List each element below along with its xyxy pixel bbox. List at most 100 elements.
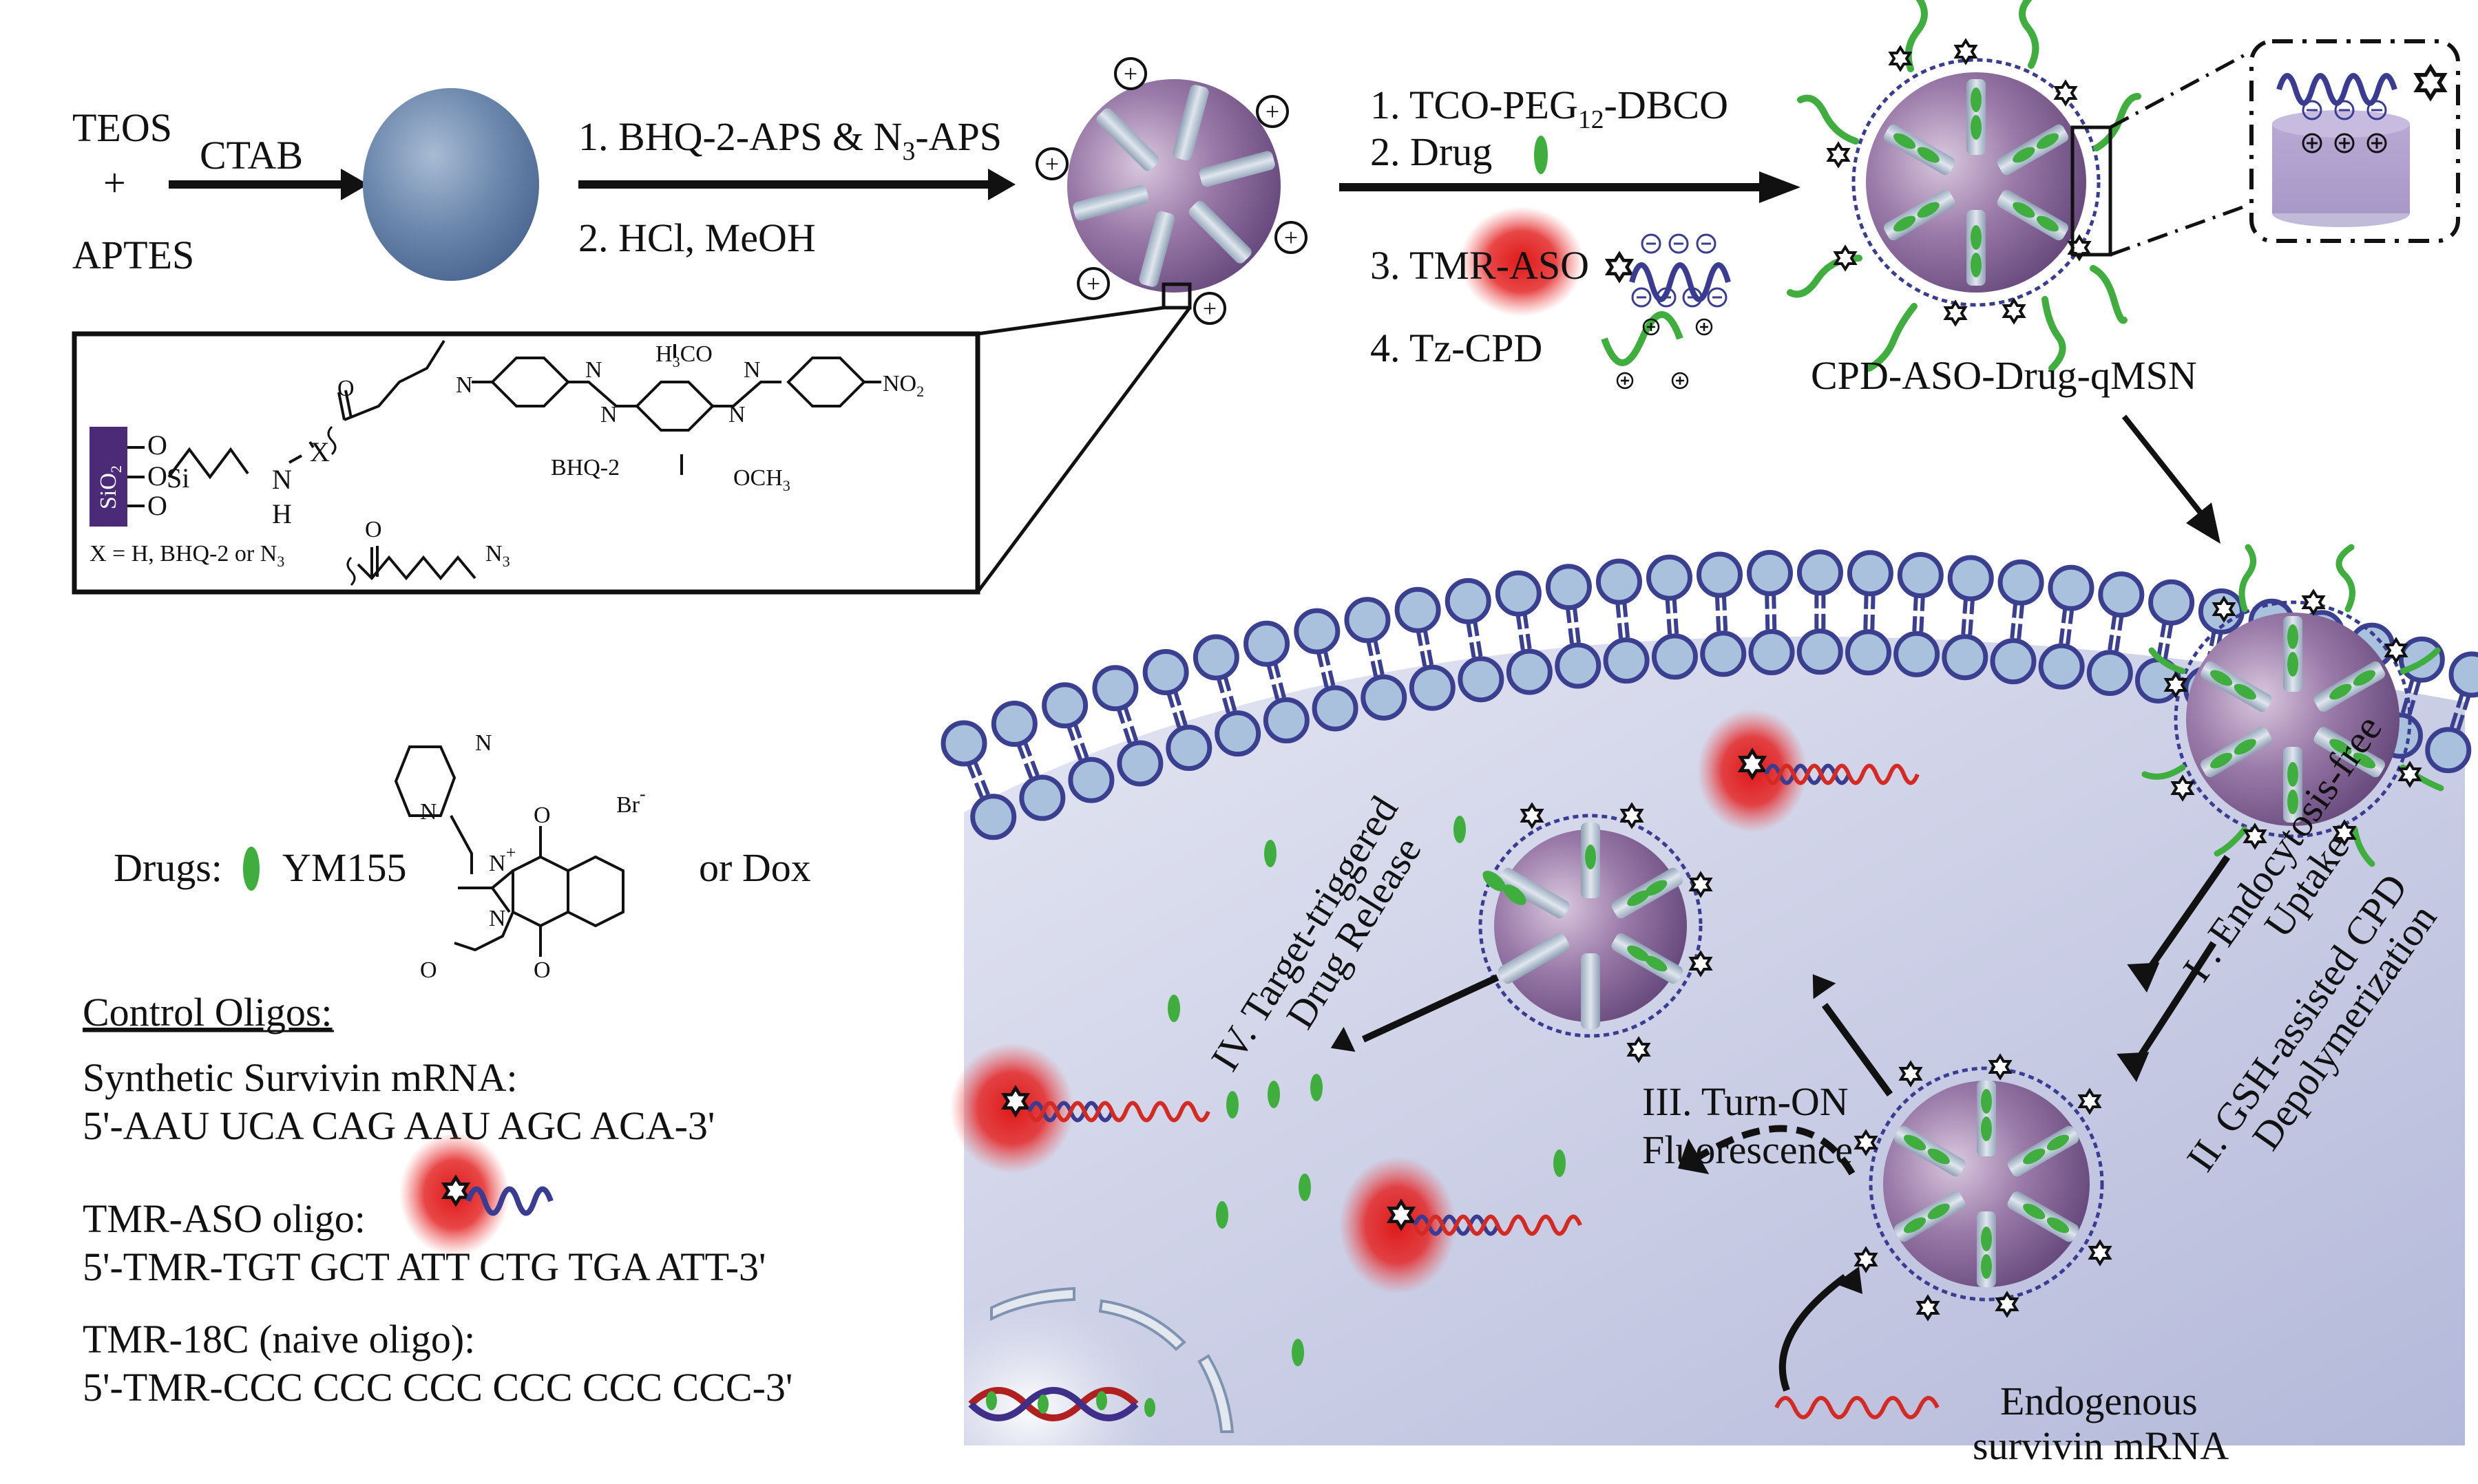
product-label: CPD-ASO-Drug-qMSN bbox=[1811, 353, 2197, 398]
lipid-tail bbox=[1067, 723, 1090, 763]
lipid-head bbox=[1068, 756, 1115, 803]
svg-text:+: + bbox=[1045, 150, 1059, 178]
inset-frame bbox=[72, 331, 980, 595]
cell-scene: I . Endocytosis-free Uptake II. GSH-assi… bbox=[941, 544, 2478, 1468]
plus-charge-icon: + bbox=[1193, 292, 1226, 325]
oligo-name: TMR-18C (naive oligo): bbox=[83, 1317, 475, 1361]
atom-o: O bbox=[420, 957, 437, 983]
aso-strand-icon bbox=[1629, 262, 1731, 302]
lipid-head bbox=[1646, 554, 1692, 601]
lipid-head bbox=[1651, 633, 1698, 680]
negative-charges bbox=[1631, 233, 1728, 308]
svg-text:+: + bbox=[1203, 295, 1217, 322]
lipid-tail bbox=[1912, 595, 1925, 634]
lipid-tail bbox=[1714, 595, 1728, 634]
lipid-head bbox=[1458, 656, 1504, 703]
lipid-head bbox=[1409, 664, 1456, 711]
duplex-fluorescent-3 bbox=[1339, 1156, 1582, 1294]
atom-n-cation: N+ bbox=[489, 842, 516, 876]
lipid-head bbox=[1394, 586, 1441, 633]
mrna-label-line1: Endogenous bbox=[2000, 1379, 2198, 1423]
svg-text:+: + bbox=[1124, 60, 1137, 87]
lipid-head bbox=[970, 794, 1017, 840]
drug-icon bbox=[243, 847, 260, 891]
step3-reagent-1: 1. TCO-PEG12-DBCO bbox=[1370, 83, 1728, 134]
surface-zoom-marker bbox=[2070, 125, 2112, 257]
dna-strand bbox=[968, 1387, 1139, 1421]
surface-detail bbox=[2272, 67, 2444, 227]
lipid-head bbox=[1796, 549, 1843, 596]
surface-callout-line bbox=[2110, 204, 2245, 257]
silica-nanoparticle bbox=[363, 88, 539, 281]
lipid-head bbox=[2448, 651, 2478, 698]
duplex-fluorescent-1 bbox=[1697, 709, 1920, 833]
lipid-head bbox=[1215, 710, 1261, 757]
lipid-head bbox=[1445, 577, 1491, 624]
lipid-head bbox=[1697, 551, 1743, 598]
mrna-label-line2: survivin mRNA bbox=[1973, 1423, 2229, 1468]
qmsn-particle bbox=[1056, 61, 1292, 310]
lipid-tail bbox=[1216, 675, 1238, 715]
atom-n: N bbox=[420, 799, 437, 825]
lipid-head bbox=[1942, 634, 1988, 681]
lipid-tail bbox=[1814, 593, 1826, 631]
lipid-tail bbox=[1266, 662, 1287, 702]
atom-n: N bbox=[272, 464, 292, 495]
methoxy-top: H3CO bbox=[655, 341, 713, 370]
arrow-step3-head bbox=[1759, 171, 1800, 203]
atom-n: N bbox=[585, 357, 602, 383]
ctab-label: CTAB bbox=[200, 133, 303, 178]
lipid-tail bbox=[1316, 650, 1336, 690]
sio2-label: SiO2 bbox=[96, 465, 125, 509]
step3-reagent-3: 3. TMR-ASO bbox=[1370, 243, 1589, 288]
drug-name: YM155 bbox=[282, 845, 406, 890]
step3-reagent-4: 4. Tz-CPD bbox=[1370, 326, 1542, 370]
atom-n: N bbox=[475, 730, 492, 756]
cytoplasm bbox=[964, 636, 2465, 1446]
synthesis-row: TEOS + APTES CTAB 1. BHQ-2-APS & N3-APS … bbox=[72, 0, 2460, 593]
lipid-tail bbox=[2449, 692, 2471, 732]
process-arrowheads bbox=[1330, 962, 2160, 1294]
lipid-tail bbox=[1665, 597, 1679, 637]
lipid-head bbox=[1193, 634, 1239, 681]
lipid-tail bbox=[1016, 741, 1040, 781]
control-oligos-heading: Control Oligos: bbox=[83, 990, 333, 1035]
lipid-head bbox=[1312, 685, 1358, 732]
drug-alternative: or Dox bbox=[699, 845, 811, 890]
step3-reagent-2: 2. Drug bbox=[1370, 129, 1492, 174]
surface-callout-line bbox=[2109, 53, 2246, 129]
lipid-tail bbox=[2156, 622, 2174, 661]
lipid-head bbox=[2048, 564, 2094, 611]
arrow-to-cell-head bbox=[2186, 502, 2220, 544]
lipid-head bbox=[1947, 555, 1994, 602]
azide-group: N3 bbox=[485, 541, 510, 570]
step2-reagents-line1: 1. BHQ-2-APS & N3-APS bbox=[578, 114, 1002, 166]
lipid-tail bbox=[1615, 602, 1630, 641]
lipid-head bbox=[991, 701, 1038, 748]
nitro-group: NO2 bbox=[883, 371, 924, 400]
lipid-head bbox=[1263, 697, 1310, 744]
zoom-callout-line bbox=[976, 306, 1192, 593]
plus-charge-icon: + bbox=[1036, 147, 1069, 180]
lipid-head bbox=[1042, 682, 1089, 729]
lipid-head bbox=[1092, 665, 1139, 712]
svg-text:+: + bbox=[1266, 98, 1279, 125]
step-3-label-line2: Fluorescence bbox=[1642, 1127, 1853, 1172]
atom-si: Si bbox=[167, 463, 189, 494]
atom-n: N bbox=[489, 906, 506, 931]
arrow-to-cell bbox=[2121, 414, 2206, 518]
aso-strand-icon bbox=[465, 1186, 554, 1216]
ym155-structure bbox=[394, 745, 624, 957]
particle-releasing-drug bbox=[1478, 803, 1712, 1062]
lipid-head bbox=[1117, 740, 1164, 787]
lipid-tail bbox=[1366, 639, 1385, 679]
atom-n: N bbox=[728, 402, 746, 427]
atom-n: N bbox=[744, 357, 761, 383]
lipid-head bbox=[1344, 597, 1391, 644]
plus-sign: + bbox=[103, 160, 126, 205]
particle-entering-cell bbox=[2141, 544, 2444, 867]
x-definition: X = H, BHQ-2 or N3 bbox=[90, 541, 284, 570]
tmr-dye-icon bbox=[1608, 254, 1631, 280]
atom-x: X bbox=[310, 436, 330, 467]
